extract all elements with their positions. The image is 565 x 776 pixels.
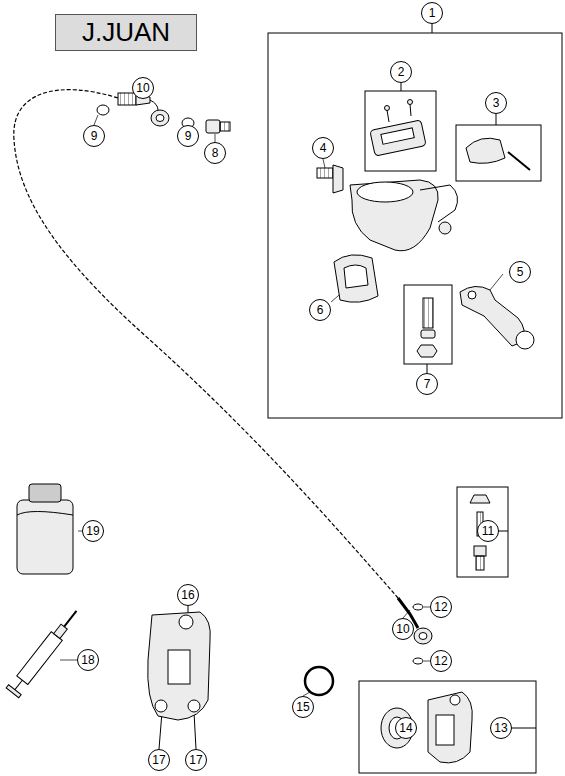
callout-text: 14 <box>399 721 412 735</box>
callout-number: 14 <box>395 717 417 739</box>
callout-number: 9 <box>83 125 105 147</box>
callout-text: 17 <box>189 753 202 767</box>
callout-number: 11 <box>477 520 499 542</box>
callout-number: 1 <box>421 2 443 24</box>
callout-number: 2 <box>390 61 412 83</box>
callout-text: 11 <box>482 524 494 538</box>
callout-text: 13 <box>494 721 507 735</box>
callout-text: 15 <box>296 700 309 714</box>
callout-number: 10 <box>392 618 414 640</box>
callout-text: 12 <box>434 600 447 614</box>
callout-text: 10 <box>136 81 149 95</box>
callout-text: 9 <box>91 129 98 143</box>
title-text: J.JUAN <box>82 17 170 48</box>
title-box: J.JUAN <box>55 14 197 51</box>
callout-text: 7 <box>424 377 431 391</box>
callout-number: 12 <box>430 596 452 618</box>
callout-number: 15 <box>292 696 314 718</box>
callout-text: 5 <box>517 265 524 279</box>
callout-text: 10 <box>396 622 409 636</box>
callout-number: 16 <box>177 584 199 606</box>
callout-number: 17 <box>148 749 170 771</box>
callout-text: 18 <box>81 653 94 667</box>
callout-number: 10 <box>132 77 154 99</box>
callout-text: 2 <box>398 65 405 79</box>
callout-number: 9 <box>177 125 199 147</box>
callout-number: 8 <box>204 142 226 164</box>
callout-text: 12 <box>434 654 447 668</box>
callout-number: 18 <box>77 649 99 671</box>
callout-number: 12 <box>430 650 452 672</box>
callout-number: 17 <box>185 749 207 771</box>
callout-number: 19 <box>82 520 104 542</box>
callout-number: 3 <box>485 92 507 114</box>
callout-text: 1 <box>429 6 436 20</box>
callout-number: 7 <box>416 373 438 395</box>
callout-text: 19 <box>86 524 99 538</box>
callout-text: 8 <box>212 146 219 160</box>
callout-text: 9 <box>185 129 192 143</box>
callout-number: 13 <box>490 717 512 739</box>
callout-number: 5 <box>509 261 531 283</box>
callout-number: 4 <box>312 137 334 159</box>
callout-text: 3 <box>493 96 500 110</box>
callout-text: 17 <box>152 753 165 767</box>
callout-number: 6 <box>309 299 331 321</box>
callout-text: 4 <box>320 141 327 155</box>
callout-text: 6 <box>317 303 324 317</box>
callout-text: 16 <box>181 588 194 602</box>
